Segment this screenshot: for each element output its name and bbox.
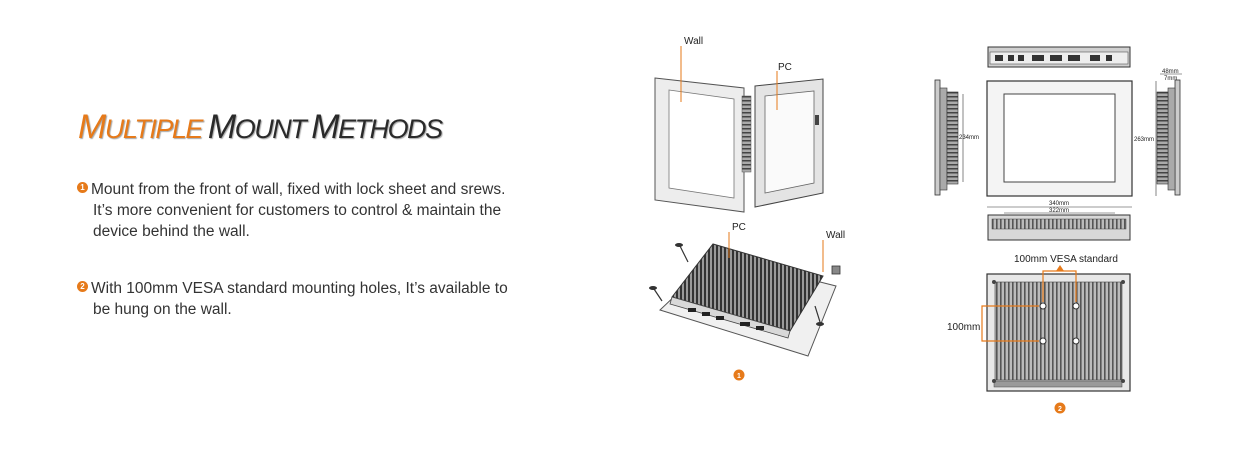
label-wall-top: Wall	[684, 36, 703, 47]
vesa-side-label: 100mm	[947, 322, 980, 333]
bullet-2-line-1: With 100mm VESA standard mounting holes,…	[91, 280, 508, 297]
rear-mount-illustration	[649, 243, 841, 357]
vesa-rear-view	[986, 273, 1131, 392]
dim-width-outer: 340mm	[1049, 201, 1069, 207]
dim-height-outer: 263mm	[1134, 137, 1154, 143]
bullet-number-2-icon: 2	[77, 281, 88, 292]
dim-width-inner: 322mm	[1049, 208, 1069, 214]
dimension-drawing	[934, 46, 1182, 241]
diagram-1-marker-number: 1	[737, 373, 741, 380]
dim-depth-2: 7mm	[1164, 76, 1177, 82]
bullet-2-line-2: be hung on the wall.	[93, 301, 232, 318]
label-pc-top: PC	[778, 62, 792, 73]
vesa-standard-label: 100mm VESA standard	[1014, 254, 1118, 265]
bullet-number-1-icon: 1	[77, 182, 88, 193]
label-wall-bottom: Wall	[826, 230, 845, 241]
section-title: MULTIPLE MOUNT METHODS	[78, 108, 443, 147]
bullet-1-line-2: It’s more convenient for customers to co…	[93, 202, 502, 219]
dim-depth: 48mm	[1162, 69, 1179, 75]
bullet-1-line-1: Mount from the front of wall, fixed with…	[91, 181, 506, 198]
diagram-2-marker-number: 2	[1058, 406, 1062, 413]
vesa-dimension-lines	[981, 265, 1077, 342]
title-word-mount-methods: MOUNT METHODS	[207, 108, 443, 146]
label-pc-bottom: PC	[732, 222, 746, 233]
bullet-1-line-3: device behind the wall.	[93, 223, 250, 240]
dim-height-inner: 234mm	[959, 135, 979, 141]
diagram-2-marker-icon	[1054, 402, 1066, 414]
title-word-multiple: MULTIPLE	[78, 108, 203, 146]
diagram-1-marker-icon	[733, 369, 745, 381]
front-mount-illustration	[654, 77, 824, 213]
